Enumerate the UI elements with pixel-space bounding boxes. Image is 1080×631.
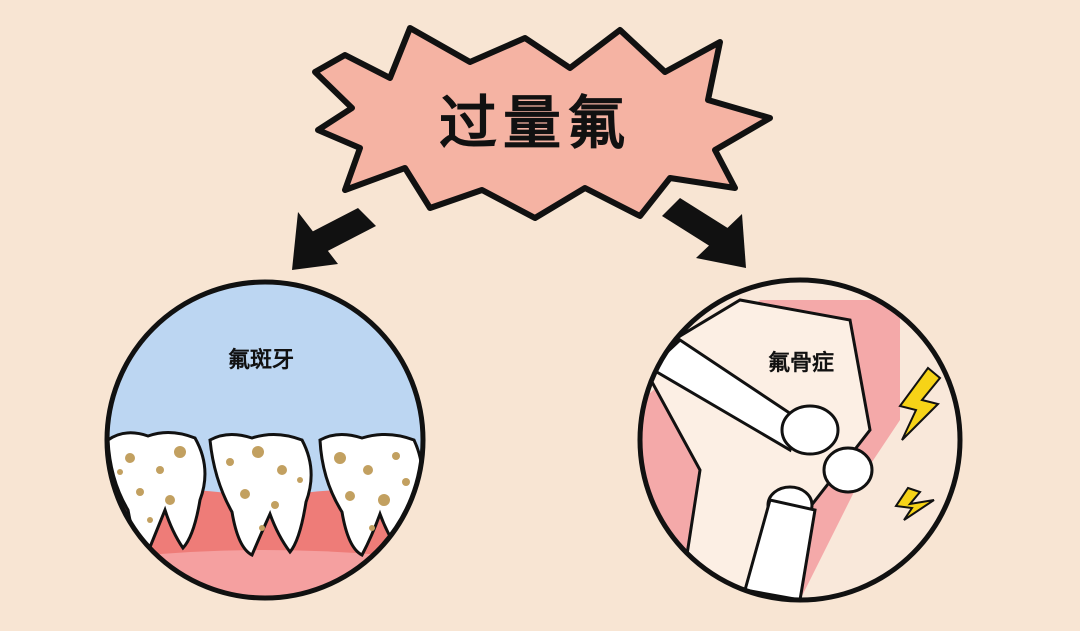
skeletal-fluorosis-panel — [637, 277, 963, 603]
arrow-down-left-icon — [292, 208, 376, 270]
burst-shape — [312, 25, 773, 221]
dental-fluorosis-panel — [104, 279, 426, 601]
page-title: 过量氟 — [438, 89, 631, 157]
skeletal-fluorosis-label: 氟骨症 — [768, 351, 835, 376]
arrow-down-right-icon — [662, 198, 746, 268]
bone-icon — [647, 338, 874, 600]
dental-fluorosis-label: 氟斑牙 — [228, 348, 295, 373]
lightning-icon — [894, 366, 942, 521]
fluoride-stains — [117, 446, 410, 531]
